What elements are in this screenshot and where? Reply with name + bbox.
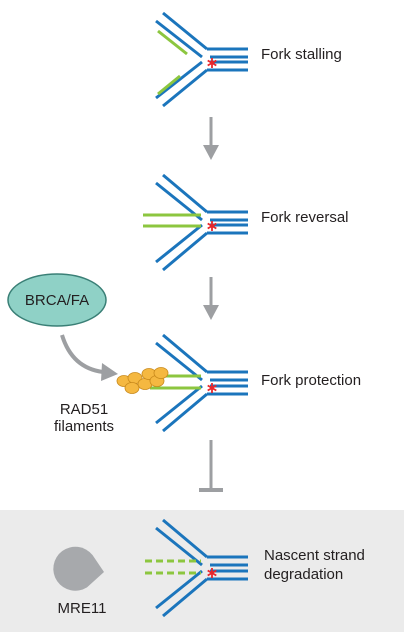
fork-stalling-diagram [155,11,248,108]
label-degradation-line2: degradation [264,566,343,583]
curved-arrow-icon [60,334,118,381]
arrow-down-icon [203,277,219,320]
mre11-icon [53,546,104,591]
arrow-down-icon [203,117,219,160]
rad51-filament-icon [116,367,169,394]
label-degradation-line1: Nascent strand [264,547,365,564]
label-rad51-line2: filaments [54,418,114,435]
fork-degradation-diagram [145,518,248,618]
label-fork-stalling: Fork stalling [261,46,342,63]
label-mre11: MRE11 [58,600,107,617]
label-rad51-line1: RAD51 [60,401,108,418]
label-brca-fa: BRCA/FA [25,292,89,309]
label-fork-reversal: Fork reversal [261,209,349,226]
inhibition-icon [199,440,223,492]
fork-protection-diagram [150,333,248,433]
brca-fa-complex: BRCA/FA [7,273,107,327]
label-fork-protection: Fork protection [261,372,361,389]
fork-reversal-diagram [143,173,248,272]
